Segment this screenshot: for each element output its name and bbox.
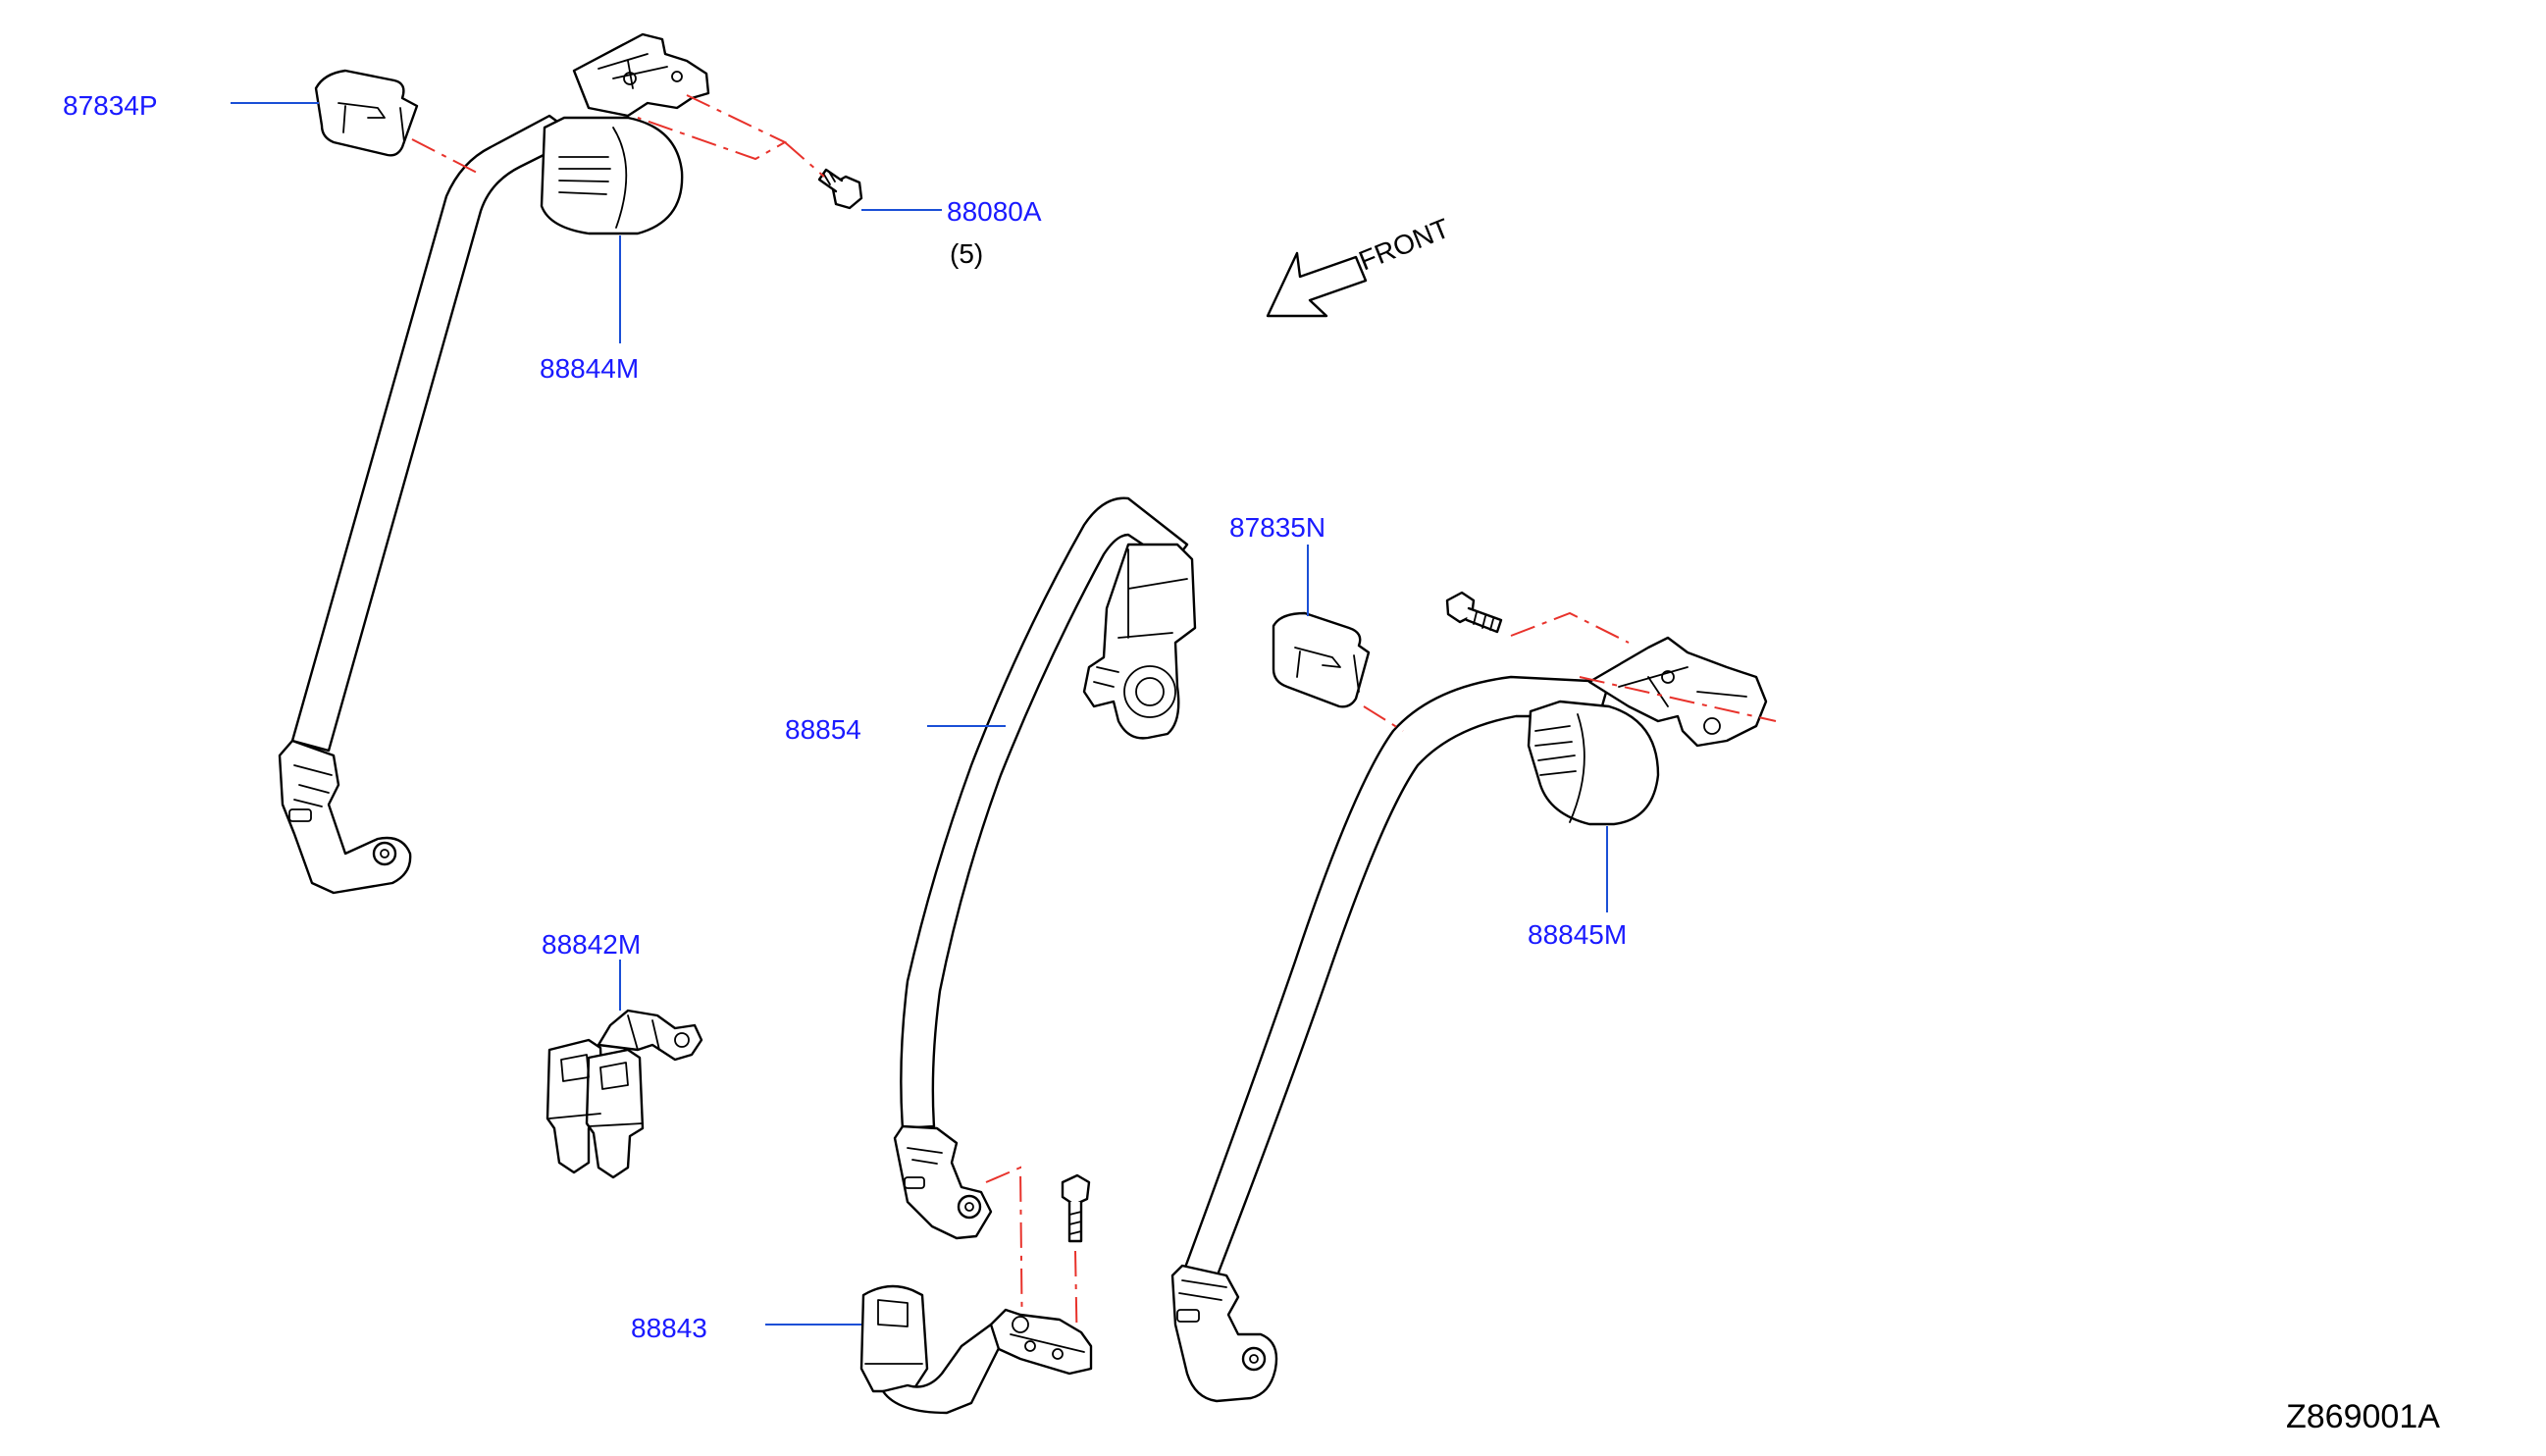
front-arrow-icon [1266,251,1368,318]
right-retractor-spool [1527,700,1660,826]
right-seat-belt-assembly [1170,636,1768,1403]
center-seat-belt-assembly [893,496,1197,1240]
part-number-88854: 88854 [785,714,861,745]
left-belt-webbing [290,114,581,753]
part-number-87835N: 87835N [1229,512,1325,543]
part-number-88845M: 88845M [1528,919,1627,950]
right-retractor-bracket [1587,636,1768,748]
right-belt-guide-cover [1272,611,1371,708]
diagram-code: Z869001A [2286,1398,2440,1435]
double-buckle-88842M [546,1009,703,1179]
center-anchor-bolt [1061,1173,1091,1243]
part-number-88080A: 88080A [947,196,1042,227]
part-number-88843: 88843 [631,1313,707,1343]
center-retractor [1082,543,1197,740]
right-retractor-bolt [1445,591,1503,634]
front-direction-indicator: FRONT [1266,213,1454,318]
right-lower-anchor [1170,1264,1278,1403]
left-seat-belt-assembly [278,32,710,895]
left-retractor-spool [540,116,684,235]
bolt-88080A [817,168,863,210]
left-belt-guide-cover [314,69,419,157]
buckle-88842M-bracket [597,1009,703,1062]
left-retractor-bracket [572,32,710,118]
buckle-assembly-88843 [859,1284,1093,1415]
part-number-88842M: 88842M [542,929,641,960]
part-number-87834P: 87834P [63,90,158,121]
part-quantity-88080A: (5) [950,238,983,269]
front-label: FRONT [1355,213,1454,277]
left-lower-anchor [278,739,412,895]
part-number-88844M: 88844M [540,353,639,384]
buckle-88842M-right [585,1048,645,1179]
center-lower-anchor [893,1124,993,1240]
